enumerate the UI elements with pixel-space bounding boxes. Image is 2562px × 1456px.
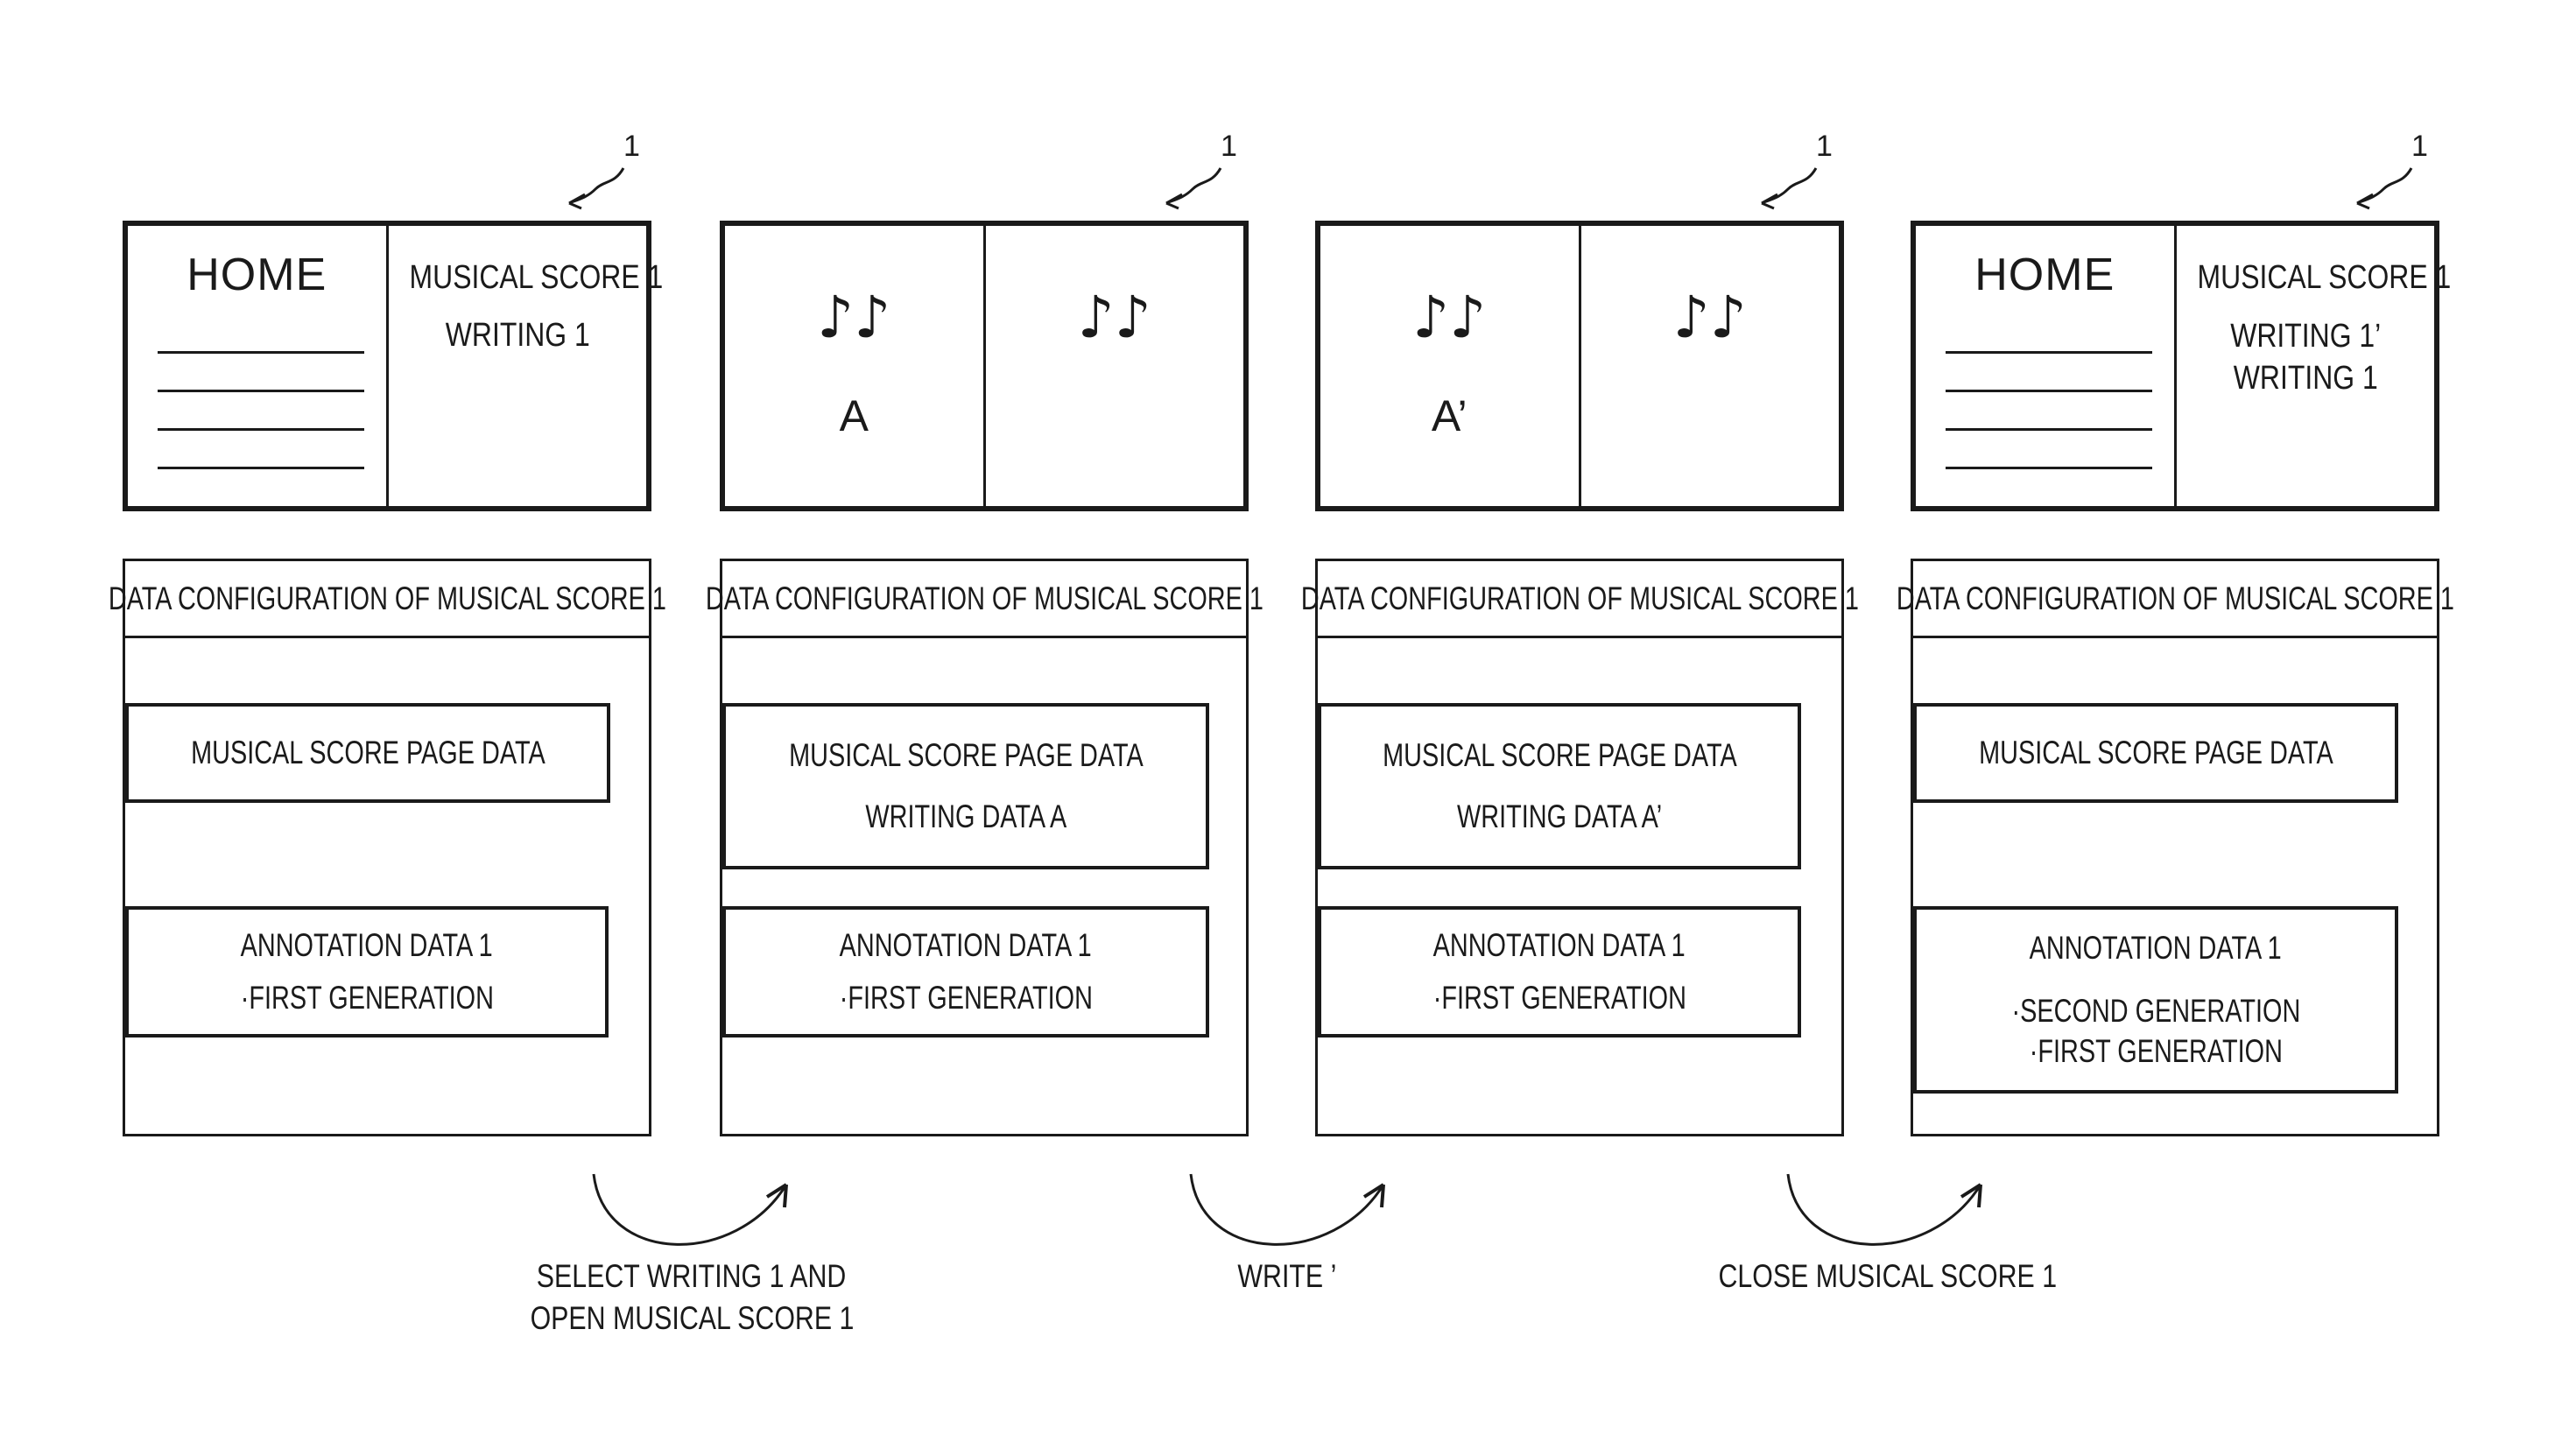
data-config-header: DATA CONFIGURATION OF MUSICAL SCORE 1	[1913, 561, 2437, 638]
device-screen: ♪♪ A ♪♪	[720, 221, 1249, 511]
data-configuration-panel: DATA CONFIGURATION OF MUSICAL SCORE 1 MU…	[720, 559, 1249, 1136]
data-config-header: DATA CONFIGURATION OF MUSICAL SCORE 1	[125, 561, 649, 638]
caption-line: SELECT WRITING 1 AND	[537, 1256, 846, 1298]
data-configuration-panel: DATA CONFIGURATION OF MUSICAL SCORE 1 MU…	[1911, 559, 2439, 1136]
page-data-line: MUSICAL SCORE PAGE DATA	[789, 735, 1144, 776]
annotation-line: ·SECOND GENERATION	[2011, 991, 2300, 1031]
data-configuration-panel: DATA CONFIGURATION OF MUSICAL SCORE 1 MU…	[123, 559, 651, 1136]
home-label: HOME	[1916, 249, 2174, 301]
text-line	[1946, 390, 2152, 392]
list-pane: MUSICAL SCORE 1 WRITING 1	[389, 226, 647, 506]
data-configuration-panel: DATA CONFIGURATION OF MUSICAL SCORE 1 MU…	[1315, 559, 1844, 1136]
home-pane: HOME	[1916, 226, 2177, 506]
music-notes-icon: ♪♪	[1320, 289, 1579, 347]
score-right-page: ♪♪	[986, 226, 1244, 506]
transition-1-arrow-icon	[587, 1169, 806, 1270]
list-item: WRITING 1’	[2197, 315, 2413, 357]
annotation-line: ANNOTATION DATA 1	[1433, 925, 1686, 966]
reference-label: 1	[1744, 131, 1849, 219]
music-notes-icon: ♪♪	[1581, 289, 1840, 347]
text-line	[158, 467, 364, 469]
data-config-title: DATA CONFIGURATION OF MUSICAL SCORE 1	[108, 580, 665, 617]
caption-line: WRITE ’	[1238, 1256, 1337, 1298]
home-label: HOME	[128, 249, 386, 301]
data-config-title: DATA CONFIGURATION OF MUSICAL SCORE 1	[1300, 580, 1858, 617]
music-notes-icon: ♪♪	[986, 289, 1244, 347]
leader-arrow-icon	[2340, 131, 2445, 219]
text-line	[1946, 467, 2152, 469]
reference-label: 1	[552, 131, 657, 219]
text-line	[1946, 428, 2152, 431]
annotation-line: ·FIRST GENERATION	[2029, 1031, 2282, 1072]
text-line	[1946, 351, 2152, 354]
score-left-page: ♪♪ A	[725, 226, 986, 506]
text-line	[158, 428, 364, 431]
leader-arrow-icon	[1744, 131, 1849, 219]
data-config-header: DATA CONFIGURATION OF MUSICAL SCORE 1	[722, 561, 1246, 638]
transition-2-arrow-icon	[1184, 1169, 1403, 1270]
score-list: MUSICAL SCORE 1 WRITING 1’ WRITING 1	[2197, 257, 2413, 399]
writing-mark: A’	[1320, 394, 1579, 438]
stage-1: 1 HOME MUSICAL SCORE 1 WRITING 1 DATA CO…	[123, 0, 657, 1456]
reference-label: 1	[1149, 131, 1254, 219]
page-data-line: MUSICAL SCORE PAGE DATA	[1979, 733, 2333, 773]
annotation-line: ·FIRST GENERATION	[839, 978, 1092, 1018]
transition-1-caption: SELECT WRITING 1 AND OPEN MUSICAL SCORE …	[490, 1256, 893, 1340]
page-data-box: MUSICAL SCORE PAGE DATA WRITING DATA A’	[1318, 703, 1801, 869]
list-item: WRITING 1	[2197, 357, 2413, 399]
device-screen: HOME MUSICAL SCORE 1 WRITING 1’ WRITING …	[1911, 221, 2439, 511]
score-right-page: ♪♪	[1581, 226, 1840, 506]
text-line	[158, 390, 364, 392]
list-item: WRITING 1	[409, 315, 625, 355]
annotation-data-box: ANNOTATION DATA 1 ·FIRST GENERATION	[125, 906, 609, 1037]
device-screen: HOME MUSICAL SCORE 1 WRITING 1	[123, 221, 651, 511]
music-notes-icon: ♪♪	[725, 289, 983, 347]
annotation-line: ·FIRST GENERATION	[240, 978, 493, 1018]
writing-mark: A	[725, 394, 983, 438]
page-data-line: MUSICAL SCORE PAGE DATA	[1383, 735, 1737, 776]
data-config-header: DATA CONFIGURATION OF MUSICAL SCORE 1	[1318, 561, 1841, 638]
caption-line: OPEN MUSICAL SCORE 1	[530, 1298, 854, 1340]
page-data-box: MUSICAL SCORE PAGE DATA	[1913, 703, 2398, 803]
data-config-title: DATA CONFIGURATION OF MUSICAL SCORE 1	[1896, 580, 2453, 617]
annotation-line: ANNOTATION DATA 1	[241, 925, 493, 966]
annotation-line: ANNOTATION DATA 1	[840, 925, 1092, 966]
page-data-box: MUSICAL SCORE PAGE DATA	[125, 703, 610, 803]
page-data-line: MUSICAL SCORE PAGE DATA	[191, 733, 545, 773]
page-data-line: WRITING DATA A	[865, 797, 1066, 837]
annotation-line: ·FIRST GENERATION	[1432, 978, 1686, 1018]
list-item: MUSICAL SCORE 1	[2197, 257, 2413, 298]
text-line	[158, 351, 364, 354]
annotation-data-box: ANNOTATION DATA 1 ·FIRST GENERATION	[1318, 906, 1801, 1037]
transition-3-caption: CLOSE MUSICAL SCORE 1	[1681, 1256, 2084, 1298]
annotation-data-box: ANNOTATION DATA 1 ·SECOND GENERATION ·FI…	[1913, 906, 2398, 1094]
transition-2-caption: WRITE ’	[1156, 1256, 1418, 1298]
score-left-page: ♪♪ A’	[1320, 226, 1581, 506]
annotation-data-box: ANNOTATION DATA 1 ·FIRST GENERATION	[722, 906, 1209, 1037]
list-pane: MUSICAL SCORE 1 WRITING 1’ WRITING 1	[2177, 226, 2435, 506]
transition-3-arrow-icon	[1781, 1169, 2000, 1270]
leader-arrow-icon	[1149, 131, 1254, 219]
caption-line: CLOSE MUSICAL SCORE 1	[1718, 1256, 2057, 1298]
page-data-box: MUSICAL SCORE PAGE DATA WRITING DATA A	[722, 703, 1209, 869]
leader-arrow-icon	[552, 131, 657, 219]
data-config-title: DATA CONFIGURATION OF MUSICAL SCORE 1	[705, 580, 1263, 617]
reference-label: 1	[2340, 131, 2445, 219]
score-list: MUSICAL SCORE 1 WRITING 1	[409, 257, 625, 355]
list-item: MUSICAL SCORE 1	[409, 257, 625, 298]
home-pane: HOME	[128, 226, 389, 506]
device-screen: ♪♪ A’ ♪♪	[1315, 221, 1844, 511]
annotation-line: ANNOTATION DATA 1	[2030, 928, 2282, 968]
page-data-line: WRITING DATA A’	[1457, 797, 1662, 837]
